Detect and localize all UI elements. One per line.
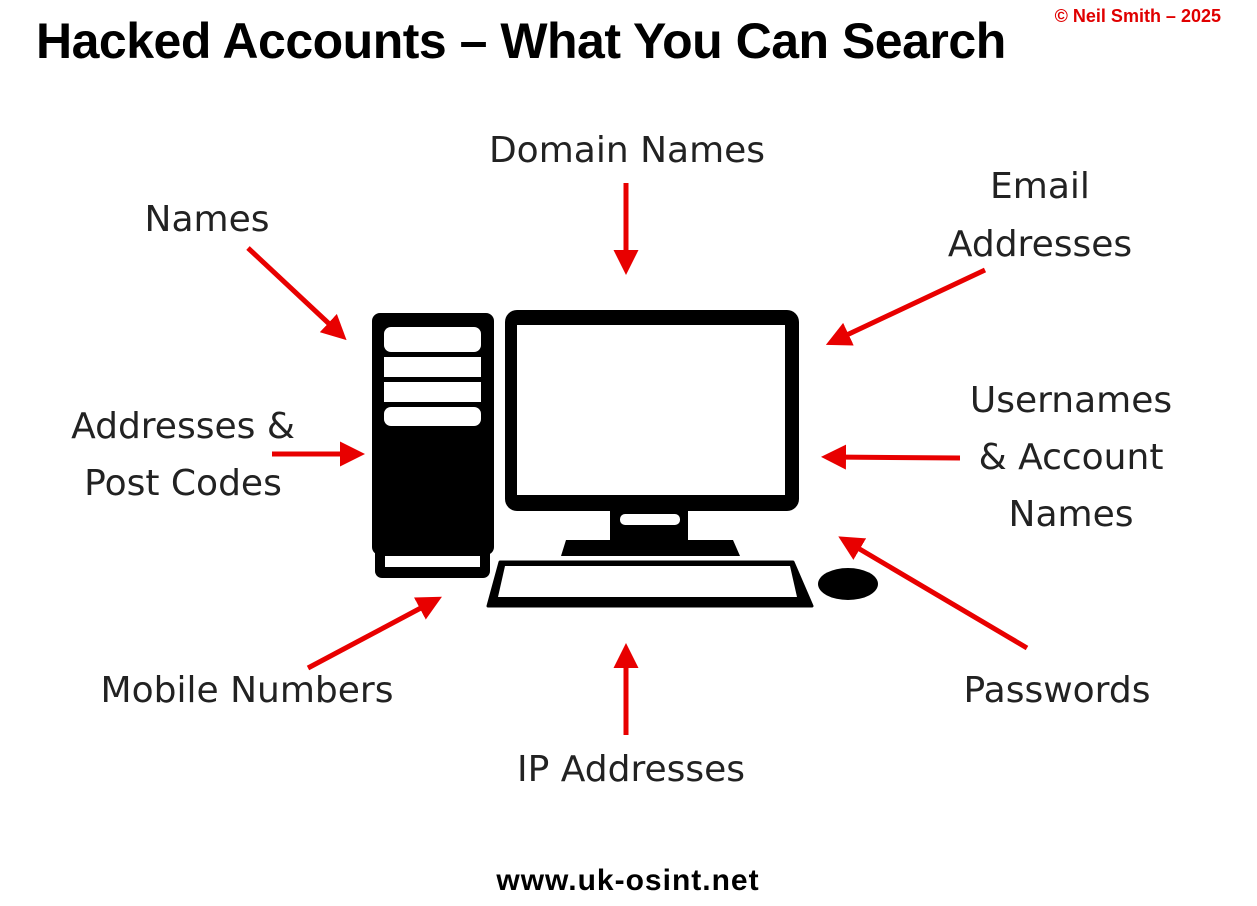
arrow-usernames <box>821 444 961 470</box>
label-ip-addresses: IP Addresses <box>516 749 746 790</box>
label-addresses-line2: Post Codes <box>84 463 282 504</box>
label-domain-names: Domain Names <box>488 130 766 171</box>
label-passwords: Passwords <box>963 670 1151 711</box>
label-usernames-line1: Usernames <box>969 380 1173 421</box>
label-usernames-line2: & Account <box>978 437 1164 478</box>
label-usernames: Usernames & Account Names <box>970 372 1172 543</box>
desktop-computer-icon <box>372 310 878 608</box>
tower-icon <box>372 313 494 578</box>
mouse-icon <box>818 568 878 600</box>
label-addresses-line1: Addresses & <box>71 406 295 447</box>
label-mobile-numbers: Mobile Numbers <box>100 670 394 711</box>
label-email-line2: Addresses <box>947 224 1133 265</box>
slide-title: Hacked Accounts – What You Can Search <box>36 13 1006 69</box>
arrow-email <box>825 267 987 346</box>
label-usernames-line3: Names <box>1008 494 1134 535</box>
label-names: Names <box>144 199 270 240</box>
arrow-names <box>246 246 347 341</box>
copyright: © Neil Smith – 2025 <box>1054 6 1221 26</box>
footer-url: www.uk-osint.net <box>496 864 760 897</box>
label-email-addresses: Email Addresses <box>948 158 1132 274</box>
label-email-line1: Email <box>990 166 1090 207</box>
arrow-mobile <box>306 596 442 671</box>
keyboard-icon <box>486 560 814 608</box>
monitor-icon <box>505 310 799 556</box>
label-addresses-post-codes: Addresses & Post Codes <box>71 398 295 512</box>
arrow-passwords <box>838 536 1029 651</box>
